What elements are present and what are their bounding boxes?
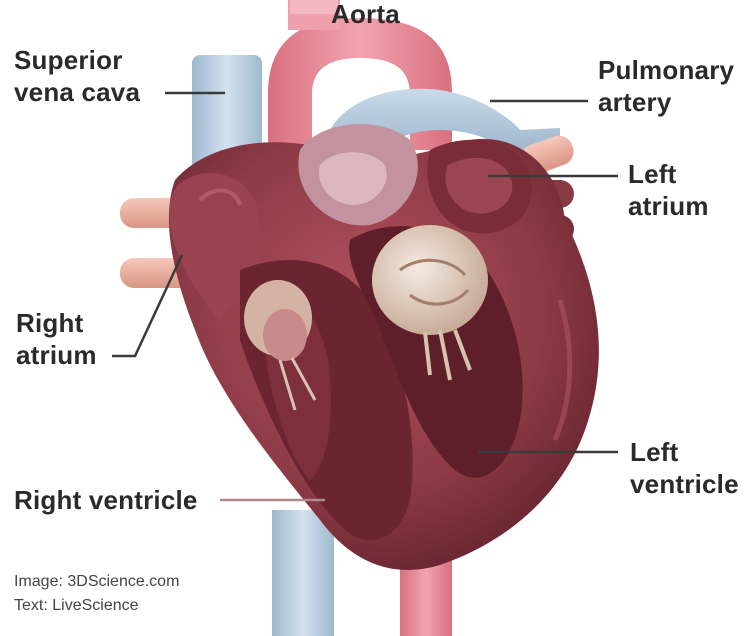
label-superior-vena-cava: Superior vena cava <box>14 44 140 108</box>
label-right-atrium: Right atrium <box>16 307 97 371</box>
label-pulmonary-artery: Pulmonary artery <box>598 54 734 118</box>
label-left-ventricle: Left ventricle <box>630 436 739 500</box>
credit-text: Text: LiveScience <box>14 595 139 617</box>
label-right-ventricle: Right ventricle <box>14 484 198 516</box>
label-left-atrium: Left atrium <box>628 158 709 222</box>
credit-image: Image: 3DScience.com <box>14 571 179 593</box>
inferior-vena-cava <box>272 510 334 636</box>
label-aorta: Aorta <box>331 0 400 30</box>
